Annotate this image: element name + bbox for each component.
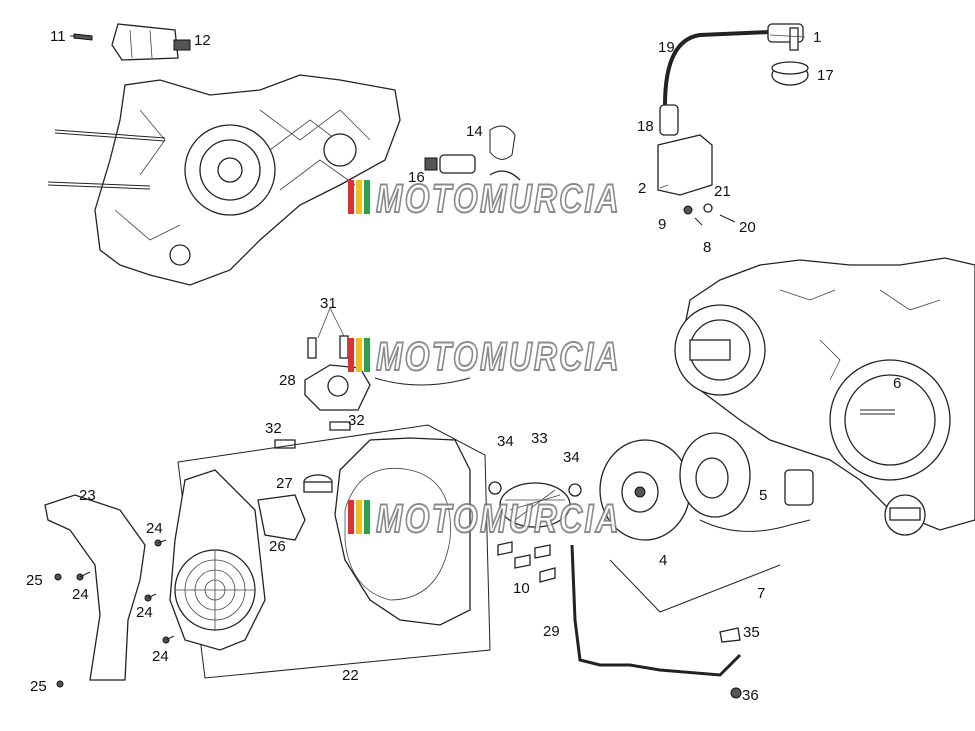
stator bbox=[679, 432, 814, 532]
callout-24-c: 24 bbox=[136, 604, 153, 621]
callout-28: 28 bbox=[279, 372, 296, 389]
terminals bbox=[719, 627, 742, 699]
watermark-text-3: MOTOMURCIA bbox=[376, 497, 621, 541]
callout-7: 7 bbox=[757, 585, 765, 602]
callout-24-b: 24 bbox=[72, 586, 89, 603]
callout-26: 26 bbox=[269, 538, 286, 555]
callout-16: 16 bbox=[408, 169, 425, 186]
cable-29 bbox=[570, 544, 742, 677]
callout-32-a: 32 bbox=[265, 420, 282, 437]
watermark-2: MOTOMURCIA bbox=[348, 334, 621, 380]
crankcase-upper bbox=[47, 74, 401, 286]
heat-shield bbox=[44, 494, 146, 681]
screws bbox=[54, 539, 175, 688]
callout-18: 18 bbox=[637, 118, 654, 135]
gasket bbox=[489, 125, 516, 160]
callout-34-b: 34 bbox=[563, 449, 580, 466]
crankcase-right bbox=[674, 257, 975, 536]
callout-22: 22 bbox=[342, 667, 359, 684]
callout-6: 6 bbox=[893, 375, 901, 392]
watermark-text-2: MOTOMURCIA bbox=[376, 335, 621, 379]
callout-labels: 1 2 4 5 6 7 8 9 10 11 12 14 16 17 18 19 … bbox=[26, 28, 901, 704]
callout-27: 27 bbox=[276, 475, 293, 492]
thermo-switch bbox=[424, 154, 521, 181]
callout-2: 2 bbox=[638, 180, 646, 197]
callout-17: 17 bbox=[817, 67, 834, 84]
spacers-10 bbox=[497, 541, 556, 583]
callout-10: 10 bbox=[513, 580, 530, 597]
callout-8: 8 bbox=[703, 239, 711, 256]
clip-32 bbox=[274, 421, 351, 449]
callout-36: 36 bbox=[742, 687, 759, 704]
cooling-shroud bbox=[334, 437, 471, 626]
leader-lines bbox=[317, 34, 806, 339]
starter-bolt bbox=[70, 33, 93, 41]
callout-24-a: 24 bbox=[146, 520, 163, 537]
callout-23: 23 bbox=[79, 487, 96, 504]
callout-25-a: 25 bbox=[26, 572, 43, 589]
callout-33: 33 bbox=[531, 430, 548, 447]
callout-24-d: 24 bbox=[152, 648, 169, 665]
watermark-text-1: MOTOMURCIA bbox=[376, 177, 621, 221]
seal-27 bbox=[303, 474, 333, 493]
callout-32-b: 32 bbox=[348, 412, 365, 429]
group-7-bracket bbox=[609, 559, 781, 613]
callout-19: 19 bbox=[658, 39, 675, 56]
watermark-3: MOTOMURCIA bbox=[348, 496, 621, 542]
pump-housing bbox=[304, 335, 471, 411]
callout-21: 21 bbox=[714, 183, 731, 200]
callout-4: 4 bbox=[659, 552, 667, 569]
flywheel bbox=[599, 439, 691, 541]
callout-29: 29 bbox=[543, 623, 560, 640]
pad-26 bbox=[257, 494, 306, 541]
watermark-1: MOTOMURCIA bbox=[348, 176, 621, 222]
fan-cover bbox=[169, 469, 266, 651]
ignition-coil bbox=[657, 23, 809, 226]
callout-25-b: 25 bbox=[30, 678, 47, 695]
callout-9: 9 bbox=[658, 216, 666, 233]
callout-5: 5 bbox=[759, 487, 767, 504]
callout-12: 12 bbox=[194, 32, 211, 49]
callout-34-a: 34 bbox=[497, 433, 514, 450]
starter-motor bbox=[111, 23, 191, 61]
callout-35: 35 bbox=[743, 624, 760, 641]
fan-33 bbox=[488, 481, 582, 528]
callout-11: 11 bbox=[50, 28, 66, 45]
callout-14: 14 bbox=[466, 123, 483, 140]
callout-31: 31 bbox=[320, 295, 337, 312]
callout-1: 1 bbox=[813, 29, 821, 46]
callout-20: 20 bbox=[739, 219, 756, 236]
